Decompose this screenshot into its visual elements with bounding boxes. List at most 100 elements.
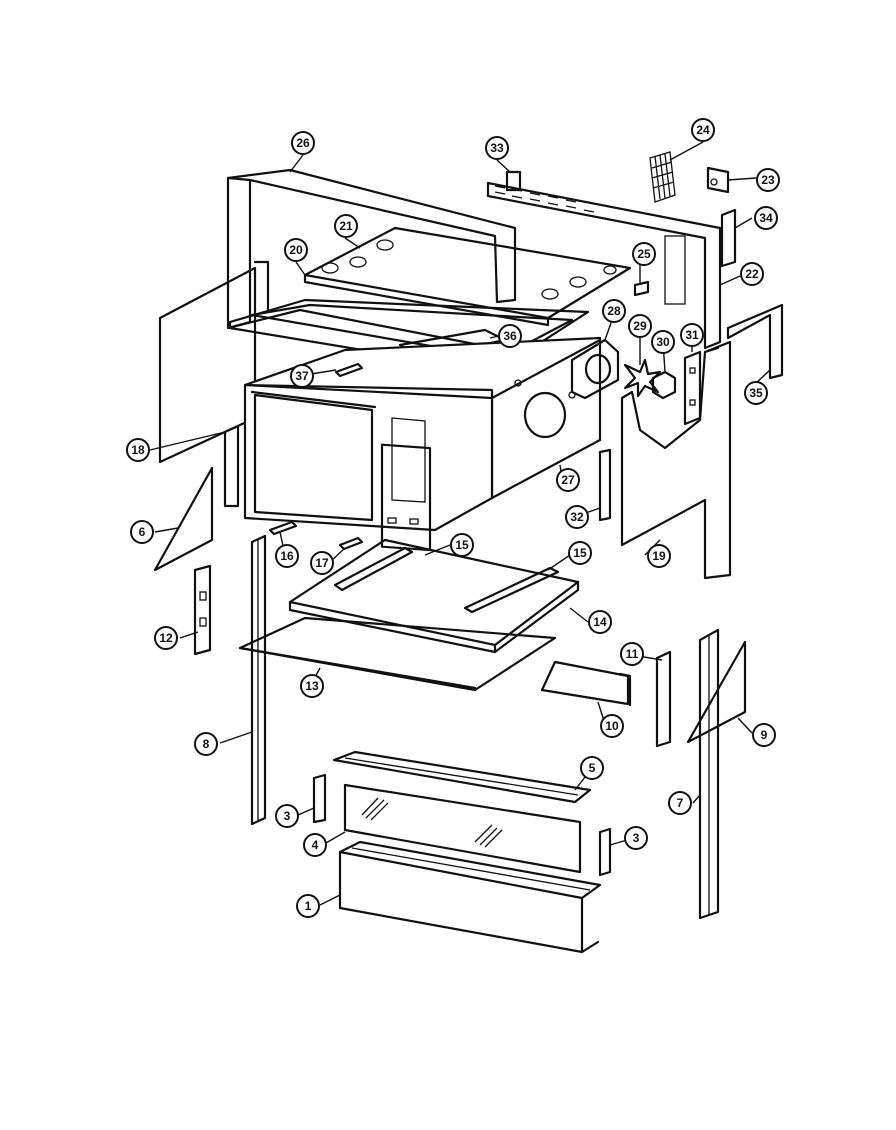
callout-circle — [498, 324, 522, 348]
callout-label: 20 — [289, 243, 303, 257]
part-15-rail-a — [333, 546, 414, 592]
callout-8: 8 — [194, 732, 218, 756]
callout-label: 34 — [759, 211, 773, 225]
callout-circle — [290, 364, 314, 388]
callout-label: 6 — [139, 525, 146, 539]
part-17-foot — [338, 536, 364, 551]
callout-circle — [620, 642, 644, 666]
part-6-side-triangle — [153, 466, 214, 572]
part-9-side-triangle — [686, 640, 747, 744]
callout-14: 14 — [588, 610, 612, 634]
callout-circle — [284, 238, 308, 262]
callout-circle — [628, 314, 652, 338]
callout-circle — [691, 118, 715, 142]
part-12-bracket — [193, 564, 212, 656]
callout-circle — [310, 551, 334, 575]
callout-circle — [651, 330, 675, 354]
part-13-bottom-tray — [238, 616, 557, 692]
callout-18: 18 — [126, 438, 150, 462]
callout-15a: 15 — [450, 533, 474, 557]
callout-circle — [668, 791, 692, 815]
callout-label: 15 — [455, 538, 469, 552]
callout-label: 10 — [605, 719, 619, 733]
callout-label: 12 — [159, 631, 173, 645]
part-29-fan-blade — [623, 358, 662, 398]
callout-9: 9 — [752, 723, 776, 747]
part-oven-cabinet — [243, 336, 602, 552]
callout-circle — [632, 242, 656, 266]
part-1-kick-panel — [338, 840, 602, 954]
callout-circle — [126, 438, 150, 462]
callout-label: 3 — [284, 809, 291, 823]
callout-circle — [580, 756, 604, 780]
callout-circle — [680, 323, 704, 347]
part-4-glass-panel — [343, 783, 582, 874]
callout-23: 23 — [756, 168, 780, 192]
callout-label: 1 — [305, 899, 312, 913]
callout-circle — [602, 299, 626, 323]
part-37-clip — [334, 362, 364, 378]
part-5-trim — [332, 750, 592, 804]
callout-label: 24 — [696, 123, 710, 137]
part-31-bracket — [683, 350, 702, 426]
callout-label: 9 — [761, 728, 768, 742]
callout-circle — [740, 262, 764, 286]
callout-4: 4 — [303, 833, 327, 857]
callout-label: 13 — [305, 679, 319, 693]
callout-circle — [334, 214, 358, 238]
part-3-strip-left — [312, 773, 327, 824]
callout-3b: 3 — [624, 826, 648, 850]
part-3-strip-right — [598, 827, 612, 877]
callout-label: 22 — [745, 267, 759, 281]
part-11-strip — [655, 650, 672, 748]
callout-label: 16 — [280, 549, 294, 563]
callout-circle — [485, 136, 509, 160]
callout-12: 12 — [154, 626, 178, 650]
callout-circle — [568, 541, 592, 565]
part-16-foot — [268, 520, 298, 536]
callout-28: 28 — [602, 299, 626, 323]
callout-13: 13 — [300, 674, 324, 698]
callout-16: 16 — [275, 544, 299, 568]
callout-32: 32 — [565, 505, 589, 529]
callout-label: 7 — [677, 796, 684, 810]
callout-circle — [752, 723, 776, 747]
callout-33: 33 — [485, 136, 509, 160]
leader-lines — [149, 141, 771, 906]
callout-25: 25 — [632, 242, 656, 266]
callout-36: 36 — [498, 324, 522, 348]
part-26-outer-frame — [226, 168, 517, 350]
callout-circle — [291, 131, 315, 155]
callout-label: 5 — [589, 761, 596, 775]
callout-label: 27 — [561, 473, 575, 487]
callout-circle — [296, 894, 320, 918]
callout-label: 25 — [637, 247, 651, 261]
callout-30: 30 — [651, 330, 675, 354]
part-34-strip — [720, 208, 737, 268]
callout-3a: 3 — [275, 804, 299, 828]
callout-label: 18 — [131, 443, 145, 457]
callout-label: 37 — [295, 369, 309, 383]
callout-circle — [154, 626, 178, 650]
callout-label: 19 — [652, 549, 666, 563]
callout-34: 34 — [754, 206, 778, 230]
callout-19: 19 — [647, 544, 671, 568]
callout-7: 7 — [668, 791, 692, 815]
callout-label: 17 — [315, 556, 329, 570]
callout-15b: 15 — [568, 541, 592, 565]
callout-1: 1 — [296, 894, 320, 918]
callout-11: 11 — [620, 642, 644, 666]
callout-label: 11 — [626, 647, 639, 661]
callout-label: 28 — [607, 304, 621, 318]
callout-circle — [556, 468, 580, 492]
part-25-clip — [633, 280, 650, 297]
part-8-left-strip — [250, 534, 267, 826]
callout-22: 22 — [740, 262, 764, 286]
callout-label: 31 — [685, 328, 699, 342]
callout-circle — [756, 168, 780, 192]
part-14-shelf — [288, 538, 580, 654]
callout-label: 8 — [203, 737, 210, 751]
callout-circle — [275, 804, 299, 828]
callout-circle — [647, 544, 671, 568]
